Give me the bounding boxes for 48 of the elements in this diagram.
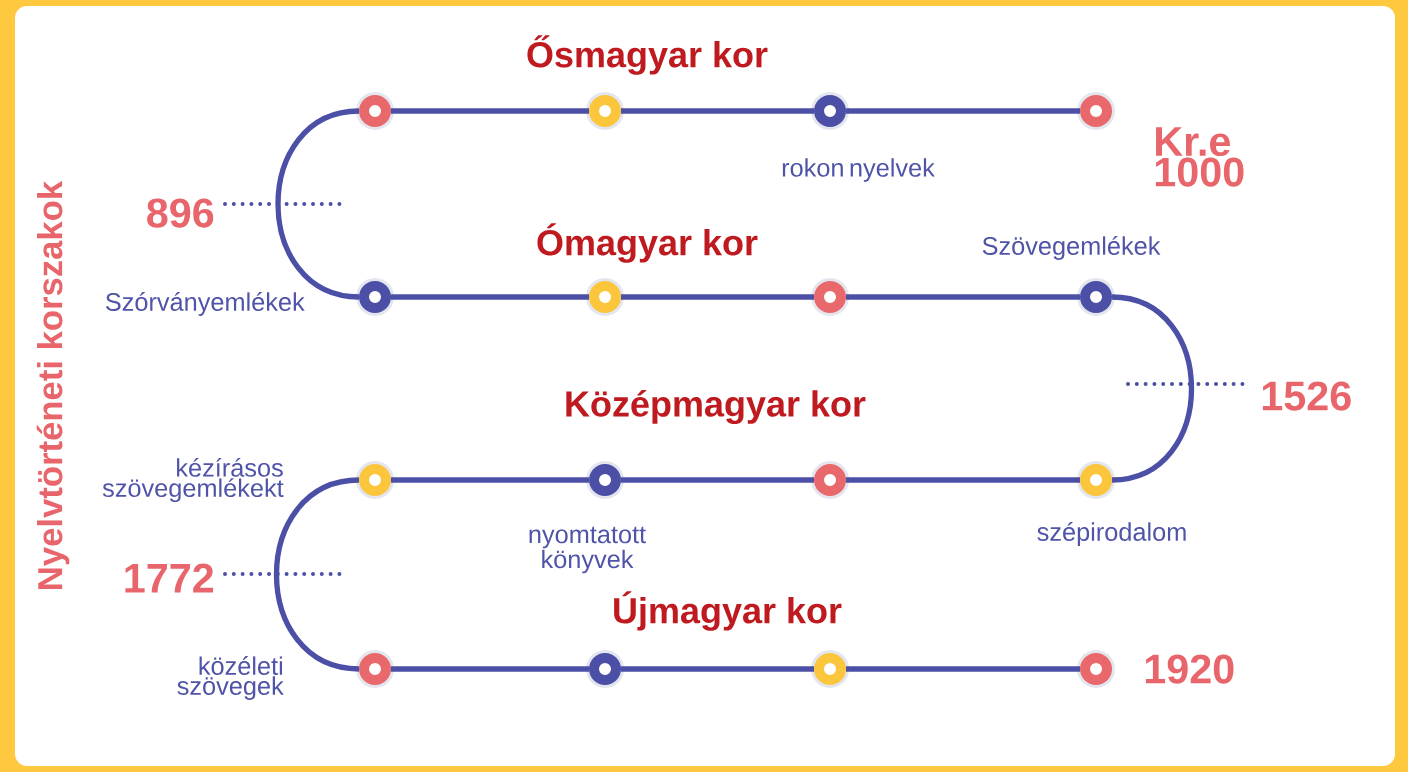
ring-marker — [356, 92, 394, 130]
ring-marker — [586, 650, 624, 688]
timeline-line — [621, 666, 814, 672]
timeline-line — [391, 477, 589, 483]
timeline-line — [621, 108, 814, 114]
timeline-line — [621, 477, 814, 483]
timeline-line — [846, 477, 1080, 483]
timeline-line — [391, 294, 589, 300]
year-label: 1526 — [1262, 381, 1351, 411]
ring-marker — [356, 278, 394, 316]
ring-marker — [811, 461, 849, 499]
ring-marker — [1077, 650, 1115, 688]
milestone-label: Szórványemlékek — [105, 292, 305, 316]
milestone-label: kézírásos szövegemlékekt — [102, 457, 284, 503]
timeline-line — [391, 108, 589, 114]
year-label: 1920 — [1145, 654, 1234, 684]
period-heading: Középmagyar kor — [566, 390, 866, 425]
year-label: 896 — [147, 198, 214, 228]
title: Nyelvtörténeti korszakok — [36, 180, 70, 589]
ring-marker — [356, 461, 394, 499]
ring-marker — [1077, 92, 1115, 130]
period-heading: Ómagyar kor — [537, 223, 758, 263]
timeline-line — [846, 666, 1080, 672]
period-heading: Ősmagyar kor — [527, 35, 768, 75]
period-heading: Újmagyar kor — [614, 591, 842, 631]
year-label: 1772 — [125, 563, 214, 593]
milestone-label: nyomtatott könyvek — [529, 526, 646, 574]
milestone-label: rokon nyelvek — [782, 158, 935, 182]
ring-marker — [1077, 461, 1115, 499]
timeline-line — [1111, 294, 1195, 483]
ring-marker — [586, 461, 624, 499]
timeline-line — [275, 108, 360, 300]
timeline-line — [391, 666, 589, 672]
ring-marker — [1077, 278, 1115, 316]
milestone-label: közéleti szövegek — [177, 656, 284, 700]
ring-marker — [811, 650, 849, 688]
ring-marker — [811, 92, 849, 130]
timeline-line — [846, 294, 1080, 300]
milestone-label: szépirodalom — [1037, 522, 1186, 546]
ring-marker — [586, 278, 624, 316]
ring-marker — [811, 278, 849, 316]
ring-marker — [586, 92, 624, 130]
ring-marker — [356, 650, 394, 688]
year-label: Kr.e 1000 — [1155, 127, 1244, 187]
timeline-line — [621, 294, 814, 300]
milestone-label: Szövegemlékek — [982, 236, 1161, 260]
timeline-line — [273, 477, 360, 672]
timeline-line — [846, 108, 1080, 114]
